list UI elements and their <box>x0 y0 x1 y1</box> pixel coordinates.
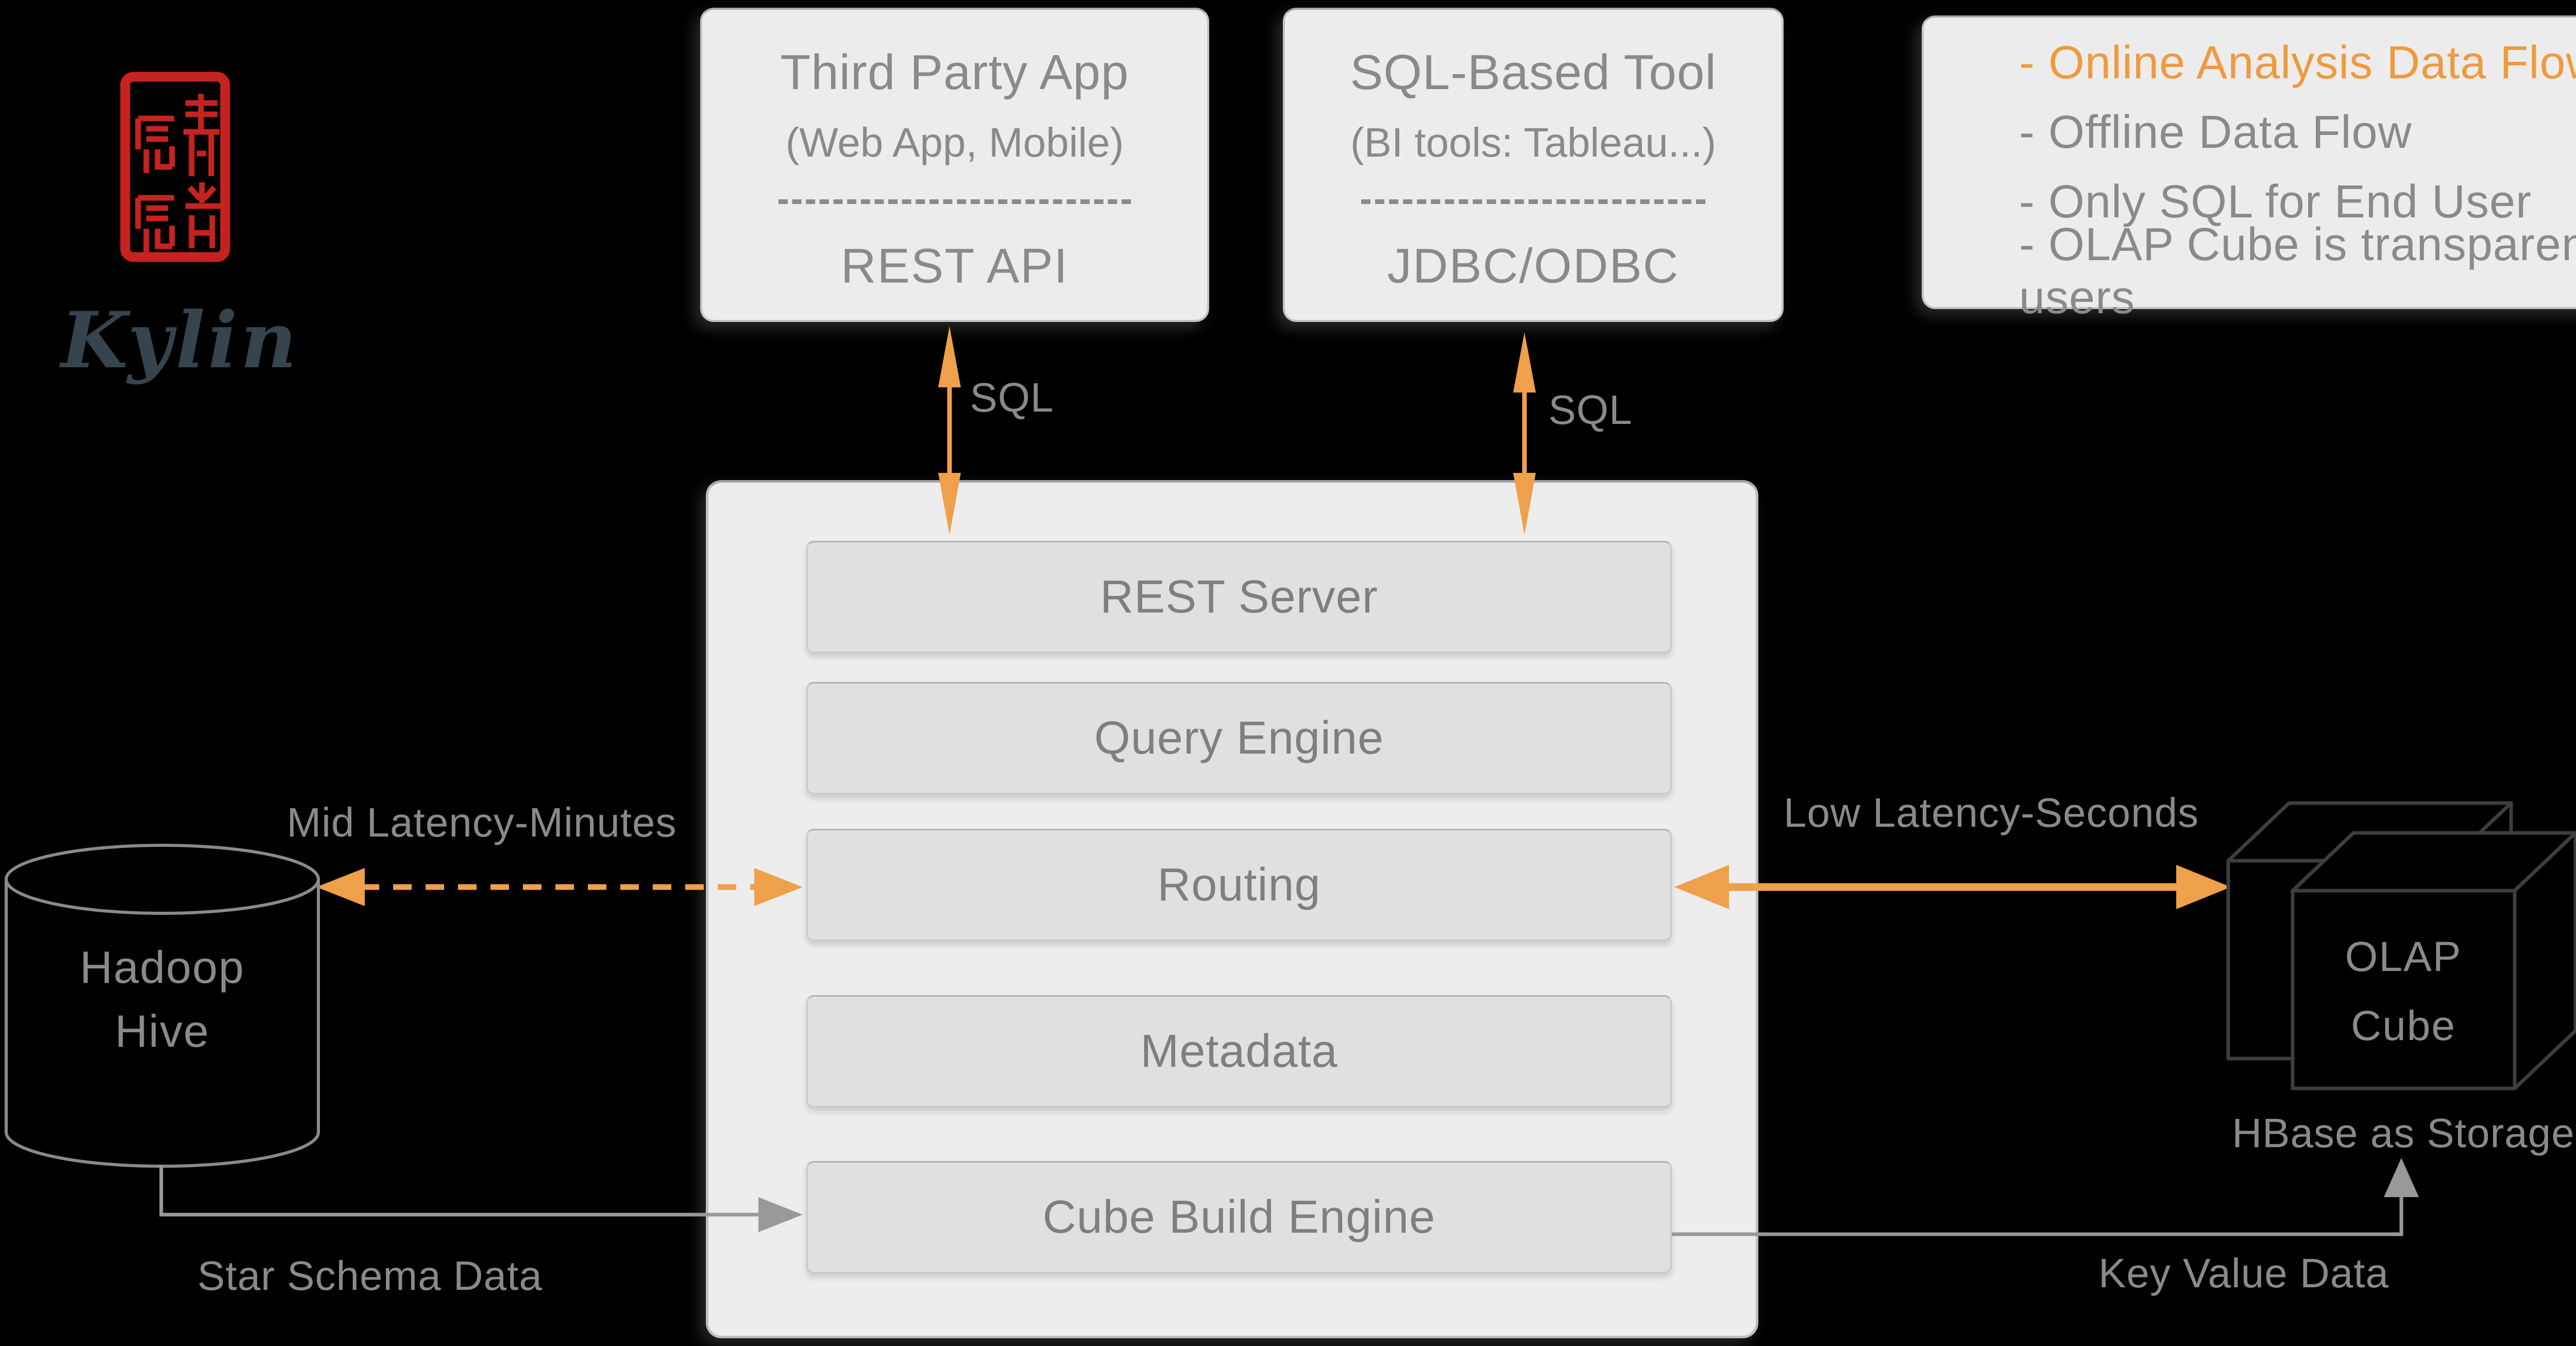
low-latency-label: Low Latency-Seconds <box>1783 790 2199 836</box>
server-row-label: Metadata <box>1140 1025 1338 1077</box>
kylin-server-box: REST Server Query Engine Routing Metadat… <box>706 480 1758 1338</box>
sql-label-left: SQL <box>970 374 1054 420</box>
box-subtitle: (BI tools: Tableau...) <box>1350 120 1716 165</box>
server-row-metadata: Metadata <box>806 995 1672 1108</box>
box-subtitle: (Web App, Mobile) <box>785 120 1124 165</box>
kylin-seal-icon <box>120 72 230 262</box>
legend-item-label: - Only SQL for End User <box>2019 176 2532 228</box>
hbase-storage-caption: HBase as Storage <box>2232 1110 2575 1156</box>
box-title: Third Party App <box>780 45 1129 100</box>
server-row-label: Routing <box>1157 859 1321 911</box>
legend-item-label: - Offline Data Flow <box>2019 106 2412 158</box>
rest-api-port-label: REST API <box>841 238 1069 294</box>
legend-item-olap-transparent: - OLAP Cube is transparent to users <box>2019 219 2576 323</box>
dashed-divider <box>1361 199 1705 204</box>
legend-item-label: - OLAP Cube is transparent to users <box>2019 219 2576 323</box>
sql-based-tool-box: SQL-Based Tool (BI tools: Tableau...) JD… <box>1283 8 1784 322</box>
box-title: SQL-Based Tool <box>1350 45 1717 100</box>
legend-item-only-sql: - Only SQL for End User <box>2019 171 2576 233</box>
mid-latency-label: Mid Latency-Minutes <box>286 799 677 845</box>
legend-item-offline-flow: - Offline Data Flow <box>2019 101 2576 163</box>
third-party-app-box: Third Party App (Web App, Mobile) REST A… <box>700 8 1209 322</box>
server-row-label: Cube Build Engine <box>1042 1191 1436 1243</box>
kylin-wordmark: Kylin <box>61 295 300 386</box>
olap-cube-label-line2: Cube <box>2350 1002 2456 1049</box>
dashed-divider <box>778 199 1131 204</box>
star-schema-label: Star Schema Data <box>197 1253 543 1299</box>
server-row-rest-server: REST Server <box>806 541 1672 653</box>
server-row-cube-build-engine: Cube Build Engine <box>806 1161 1672 1273</box>
server-row-label: Query Engine <box>1094 712 1384 764</box>
sql-label-right: SQL <box>1548 387 1633 433</box>
jdbc-odbc-port-label: JDBC/ODBC <box>1387 238 1680 294</box>
server-row-label: REST Server <box>1100 571 1378 623</box>
legend-item-online-analysis: - Online Analysis Data Flow <box>2019 32 2576 94</box>
key-value-label: Key Value Data <box>2098 1250 2389 1296</box>
legend-box: - Online Analysis Data Flow - Offline Da… <box>1922 15 2576 323</box>
server-row-query-engine: Query Engine <box>806 682 1672 794</box>
key-value-data-arrow <box>1672 1158 2419 1236</box>
legend-item-label: - Online Analysis Data Flow <box>2019 37 2576 89</box>
server-row-routing: Routing <box>806 829 1672 941</box>
olap-cube-label-line1: OLAP <box>2345 933 2462 980</box>
hive-label-line2: Hive <box>114 1006 210 1057</box>
hive-label-line1: Hadoop <box>79 942 245 993</box>
